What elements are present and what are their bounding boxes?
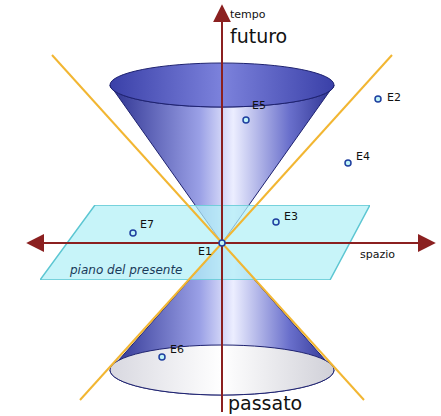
event-label: E3 — [284, 211, 298, 223]
event-dot — [345, 160, 351, 166]
event-label: E6 — [170, 344, 184, 356]
region-label: passato — [228, 393, 302, 414]
event-dot — [130, 230, 136, 236]
event-dot — [243, 117, 249, 123]
space-axis — [28, 242, 434, 244]
event-label: E2 — [387, 92, 401, 104]
plane-label: piano del presente — [70, 264, 182, 277]
light-line — [80, 55, 392, 400]
region-label: futuro — [230, 26, 287, 47]
axis-label: tempo — [230, 9, 266, 21]
event-dot — [273, 219, 279, 225]
axis-label: spazio — [360, 249, 395, 261]
light-line — [52, 55, 364, 400]
event-dot — [159, 354, 165, 360]
event-label: E7 — [140, 219, 154, 231]
time-axis — [221, 6, 223, 412]
event-label: E1 — [198, 246, 212, 258]
event-dot — [219, 240, 225, 246]
event-label: E4 — [356, 151, 370, 163]
event-dot — [375, 96, 381, 102]
event-label: E5 — [252, 100, 266, 112]
